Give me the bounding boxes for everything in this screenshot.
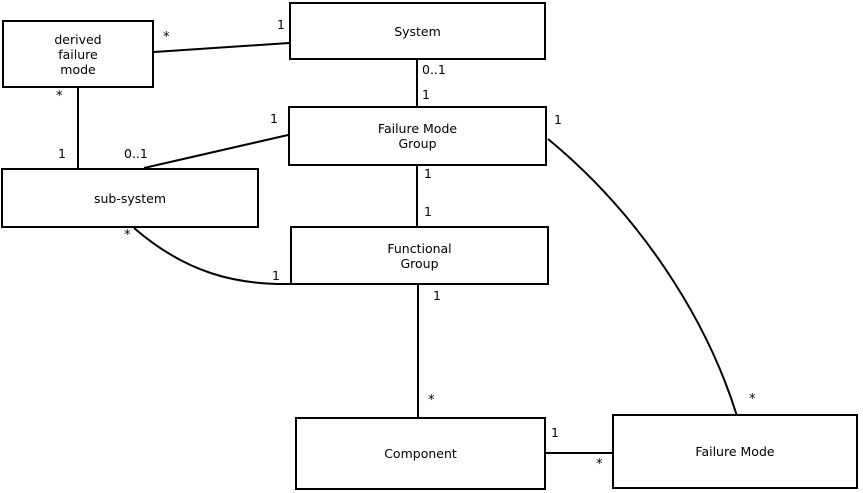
multiplicity-label-fmg-fg-one-top: 1 xyxy=(424,166,432,181)
multiplicity-label-fg-component-one: 1 xyxy=(433,288,441,303)
class-box-derived-failure-mode[interactable]: derived failure mode xyxy=(2,20,154,88)
multiplicity-label-component-fm-one: 1 xyxy=(551,425,559,440)
multiplicity-label-component-fm-star: * xyxy=(596,457,603,472)
class-box-failure-mode-group[interactable]: Failure Mode Group xyxy=(288,106,547,166)
multiplicity-label-subsys-fg-star: * xyxy=(124,228,131,243)
class-name-component: Component xyxy=(384,446,457,461)
edge-failure-mode-group-to-failure-mode xyxy=(547,138,738,417)
multiplicity-label-fmg-fm-one: 1 xyxy=(554,112,562,127)
multiplicity-label-dfm-subsys-one: 1 xyxy=(58,146,66,161)
class-name-functional-group: Functional Group xyxy=(387,240,452,271)
class-name-system: System xyxy=(394,23,441,39)
multiplicity-label-subsys-fg-one: 1 xyxy=(272,268,280,283)
class-name-failure-mode-group: Failure Mode Group xyxy=(377,121,458,151)
multiplicity-label-system-dfm-one: 1 xyxy=(277,17,285,32)
class-box-component[interactable]: Component xyxy=(295,417,546,490)
multiplicity-label-subsys-fmg-zeroone: 0..1 xyxy=(124,146,148,161)
multiplicity-label-fmg-fm-star: * xyxy=(749,392,756,407)
class-box-system[interactable]: System xyxy=(289,2,546,60)
class-box-sub-system[interactable]: sub-system xyxy=(1,168,259,228)
class-name-sub-system: sub-system xyxy=(93,190,167,206)
multiplicity-label-system-fmg-zeroone: 0..1 xyxy=(422,62,446,77)
edge-sub-system-to-failure-mode-group xyxy=(143,134,289,169)
class-name-derived-failure-mode: derived failure mode xyxy=(54,31,102,77)
multiplicity-label-fg-component-star: * xyxy=(428,393,435,408)
edge-sub-system-to-functional-group xyxy=(133,227,292,286)
multiplicity-label-system-fmg-one: 1 xyxy=(422,87,430,102)
multiplicity-label-dfm-system-star: * xyxy=(163,30,170,45)
class-box-failure-mode[interactable]: Failure Mode xyxy=(612,414,858,489)
class-name-failure-mode: Failure Mode xyxy=(695,444,775,459)
class-box-functional-group[interactable]: Functional Group xyxy=(290,226,549,285)
edge-derived-failure-mode-to-system xyxy=(153,42,290,53)
multiplicity-label-dfm-subsys-star: * xyxy=(56,89,63,104)
multiplicity-label-fmg-fg-one-bottom: 1 xyxy=(424,204,432,219)
multiplicity-label-subsys-fmg-one: 1 xyxy=(270,111,278,126)
